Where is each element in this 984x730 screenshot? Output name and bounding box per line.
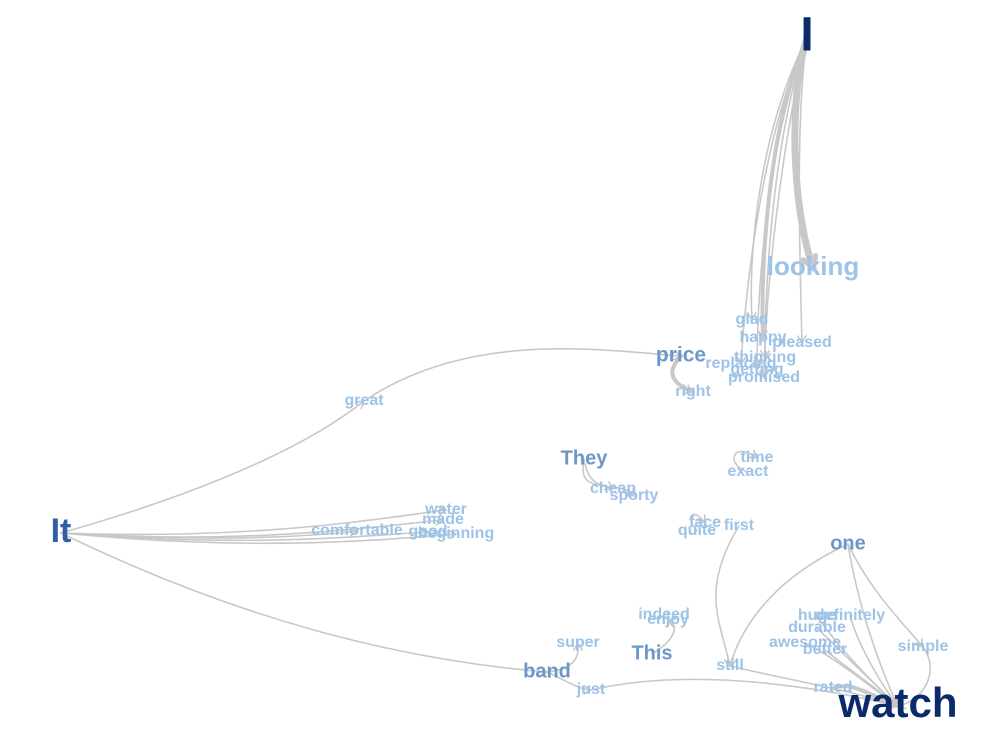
edge-band-super xyxy=(546,642,579,673)
arrowhead-i-glad xyxy=(746,311,757,321)
edge-it-beginning xyxy=(60,532,457,545)
arrowhead-it-water xyxy=(437,505,447,516)
node-label-water: water xyxy=(424,501,467,518)
node-label-i: I xyxy=(800,9,813,62)
node-label-pleased: pleased xyxy=(772,334,832,351)
node-label-enjoy: enjoy xyxy=(647,611,689,628)
edge-this-enjoy xyxy=(651,619,676,655)
node-label-band: band xyxy=(523,660,571,682)
arrowhead-quite-face xyxy=(696,514,706,524)
edge-they-cheap xyxy=(582,458,614,490)
node-label-first: first xyxy=(724,517,755,534)
arrowhead-it-comfortable xyxy=(348,526,358,537)
node-label-they: They xyxy=(561,447,609,469)
edge-they-sporty xyxy=(583,458,635,497)
node-label-good: good xyxy=(408,523,447,540)
arrowhead-exact-time xyxy=(748,449,758,459)
node-label-price: price xyxy=(656,344,706,367)
edge-i-replacing xyxy=(740,37,808,365)
arrowhead-rated-watch xyxy=(889,698,899,708)
node-label-watch: watch xyxy=(837,679,957,726)
node-label-beginning: beginning xyxy=(418,525,494,542)
node-label-made: made xyxy=(422,511,464,528)
arrowhead-i-pleased xyxy=(796,335,807,344)
arrowhead-i-getting xyxy=(752,362,762,371)
node-label-promised: promised xyxy=(728,369,800,386)
arrowhead-it-made xyxy=(434,515,444,526)
edge-rated-watch xyxy=(831,684,900,708)
edge-i-pleased xyxy=(798,37,808,344)
node-label-awesome: awesome xyxy=(769,634,841,651)
arrowhead-it-good xyxy=(419,527,429,538)
node-label-glad: glad xyxy=(736,311,769,328)
node-label-quite: quite xyxy=(678,522,716,539)
edge-i-glad xyxy=(750,37,808,321)
node-label-face: face xyxy=(689,514,721,531)
node-label-still: still xyxy=(716,657,744,674)
node-label-right: right xyxy=(675,383,711,400)
arrowhead-band-super xyxy=(573,642,583,651)
edge-one-simple xyxy=(847,543,924,648)
node-label-super: super xyxy=(556,634,600,651)
node-label-getting: getting xyxy=(730,361,783,378)
edge-band-just xyxy=(546,671,592,691)
node-label-one: one xyxy=(830,532,866,554)
arrowhead-i-looking xyxy=(800,252,819,271)
edge-simple-watch xyxy=(897,646,931,707)
node-label-exact: exact xyxy=(728,463,770,480)
node-label-rated: rated xyxy=(813,679,852,696)
node-label-huge: huge xyxy=(798,607,836,624)
node-label-this: This xyxy=(631,642,672,664)
edge-first-still xyxy=(715,525,740,667)
edge-still-watch xyxy=(729,665,899,707)
node-label-it: It xyxy=(51,512,72,550)
arrowhead-they-cheap xyxy=(604,481,614,491)
arrowhead-they-sporty xyxy=(625,487,635,497)
edge-one-still xyxy=(729,543,849,667)
edge-one-watch xyxy=(847,543,899,707)
arrowhead-i-promised xyxy=(759,370,770,379)
node-label-indeed: indeed xyxy=(638,606,690,623)
node-label-definitely: definitely xyxy=(815,607,885,624)
node-label-replacing: replacing xyxy=(705,355,776,372)
arrowhead-great-price xyxy=(672,350,682,361)
arrowhead-this-enjoy xyxy=(667,618,677,628)
node-label-cheap: cheap xyxy=(590,480,636,497)
edge-it-good xyxy=(60,531,429,542)
edge-it-great xyxy=(60,400,365,534)
edge-it-band xyxy=(60,532,548,673)
node-label-sporty: sporty xyxy=(610,487,659,504)
edge-it-comfortable xyxy=(60,530,358,539)
arrowhead-it-beginning xyxy=(447,529,457,540)
node-label-comfortable: comfortable xyxy=(311,522,403,539)
node-label-thinking: thinking xyxy=(734,349,796,366)
node-label-just: just xyxy=(576,681,606,698)
node-label-durable: durable xyxy=(788,619,846,636)
node-label-looking: looking xyxy=(767,251,859,281)
edge-exact-time xyxy=(733,450,758,473)
node-label-happy: happy xyxy=(739,329,786,346)
edge-price-right xyxy=(670,354,695,394)
edge-great-price xyxy=(363,348,682,402)
edge-i-promised xyxy=(763,37,808,379)
graph-edges xyxy=(60,34,931,710)
edge-quite-face xyxy=(689,513,706,532)
arrowhead-i-replacing xyxy=(736,355,747,365)
edge-just-watch xyxy=(590,678,899,707)
edge-it-water xyxy=(60,509,447,536)
node-label-simple: simple xyxy=(898,638,949,655)
edge-i-getting xyxy=(756,37,808,371)
node-label-time: time xyxy=(741,449,774,466)
arrowhead-price-right xyxy=(684,384,694,395)
node-label-better: better xyxy=(803,641,847,658)
node-label-great: great xyxy=(344,392,384,409)
